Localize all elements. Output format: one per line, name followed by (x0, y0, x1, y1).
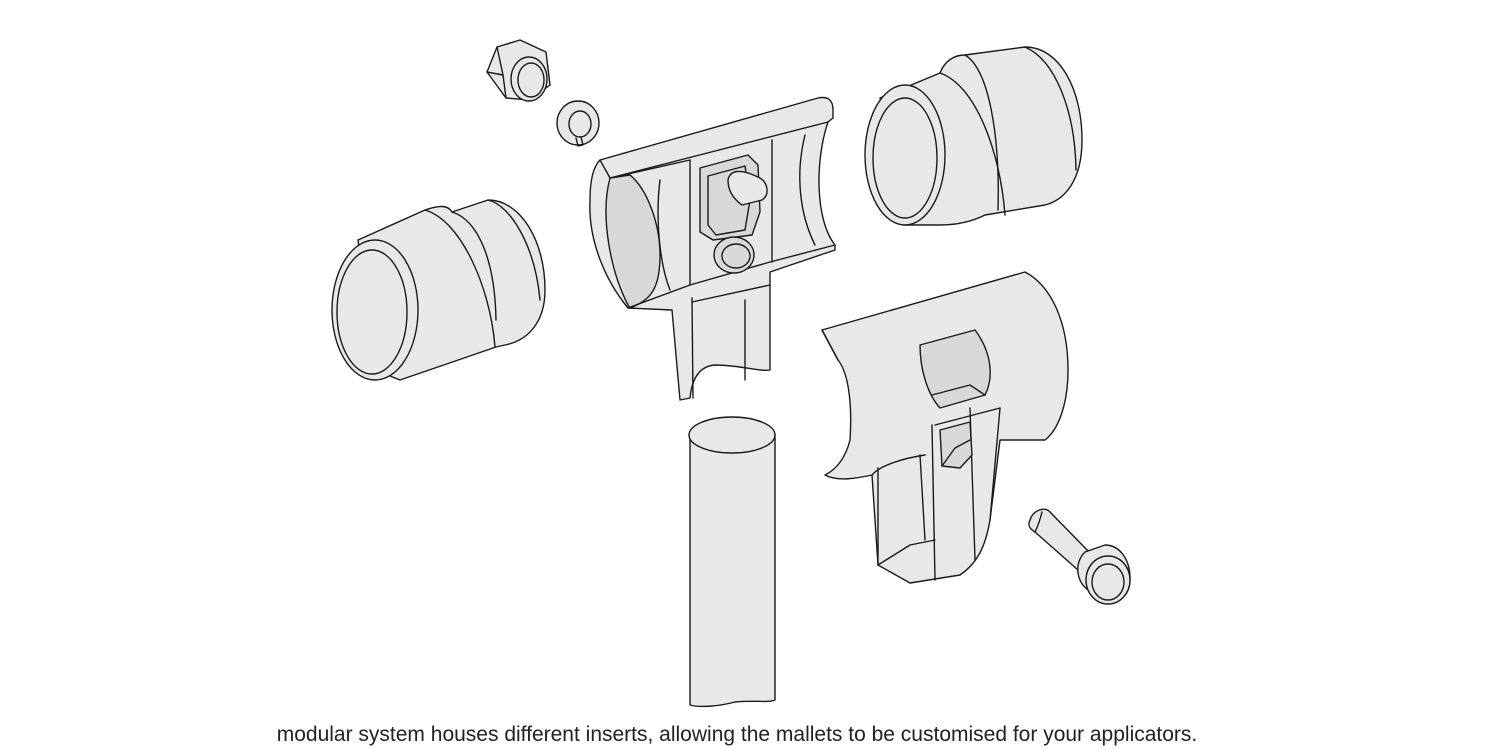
lock-washer (556, 100, 600, 147)
right-mallet-insert (864, 46, 1083, 226)
exploded-mallet-diagram (331, 39, 1131, 708)
cap-screw (1028, 508, 1131, 605)
upper-head-holder (589, 96, 836, 401)
hex-nut (486, 39, 551, 102)
lower-handle-clamp (821, 271, 1069, 584)
left-mallet-insert (331, 199, 546, 381)
figure-caption: modular system houses different inserts,… (276, 723, 1198, 746)
handle-shaft (688, 416, 776, 708)
